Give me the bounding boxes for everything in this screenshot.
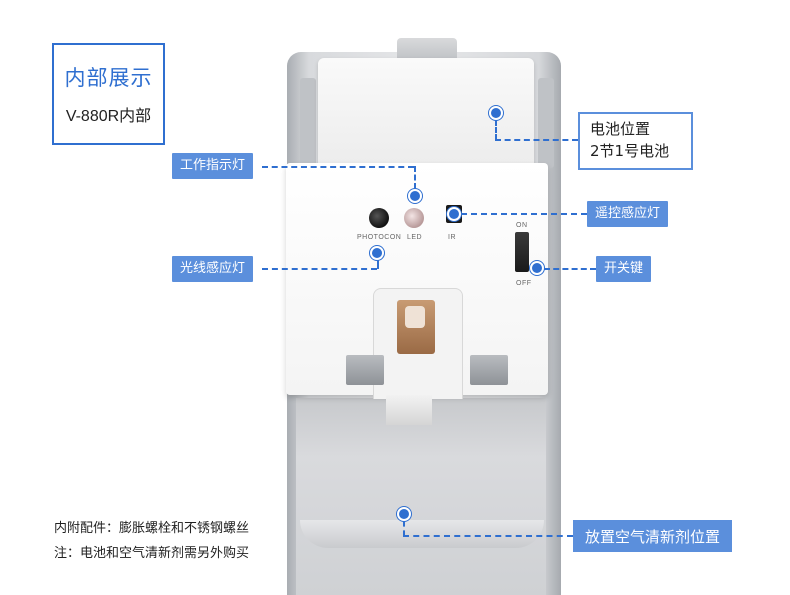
led-indicator — [404, 208, 424, 228]
title-main: 内部展示 — [64, 66, 153, 90]
battery-marker — [489, 106, 503, 120]
indicator-leader-v — [414, 166, 416, 189]
photocon-label: PHOTOCON — [357, 234, 402, 241]
compartment-ledge — [300, 520, 544, 548]
panel-clip-right — [470, 355, 508, 385]
remote-callout: 遥控感应灯 — [587, 201, 669, 227]
freshener-compartment — [296, 398, 546, 595]
title-box: 内部展示 V-880R内部 — [52, 43, 165, 145]
photocon-sensor — [369, 208, 389, 228]
purchase-note: 注：电池和空气清新剂需另外购买 — [54, 546, 250, 561]
led-label: LED — [407, 234, 423, 241]
freshener-leader-h — [403, 535, 573, 537]
switch-callout: 开关键 — [596, 256, 652, 282]
freshener-callout: 放置空气清新剂位置 — [573, 520, 733, 552]
battery-callout: 电池位置 2节1号电池 — [578, 112, 693, 170]
light-sensor-marker — [370, 246, 384, 260]
battery-leader-h — [495, 139, 578, 141]
remote-leader-h — [461, 213, 587, 215]
panel-clip-left — [346, 355, 384, 385]
device-top-knob — [397, 38, 457, 60]
title-sub: V-880R内部 — [65, 108, 152, 125]
power-switch — [515, 232, 529, 272]
accessories-note: 内附配件：膨胀螺栓和不锈钢螺丝 — [54, 521, 250, 536]
switch-leader-h — [544, 268, 596, 270]
light-sensor-leader-h — [262, 268, 377, 270]
light-sensor-leader-v — [377, 259, 379, 269]
spray-chute — [386, 395, 432, 425]
indicator-leader-h — [262, 166, 414, 168]
battery-leader-v — [495, 120, 497, 140]
remote-marker — [447, 207, 461, 221]
light-sensor-callout: 光线感应灯 — [172, 256, 254, 282]
switch-off-label: OFF — [516, 280, 532, 287]
switch-on-label: ON — [516, 222, 528, 229]
nozzle-head — [405, 306, 425, 328]
ir-label: IR — [448, 234, 456, 241]
indicator-marker — [408, 189, 422, 203]
switch-marker — [530, 261, 544, 275]
side-rail-left — [300, 78, 316, 168]
freshener-marker — [397, 507, 411, 521]
indicator-callout: 工作指示灯 — [172, 153, 254, 179]
side-rail-right — [538, 78, 554, 168]
freshener-leader-v — [403, 521, 405, 536]
